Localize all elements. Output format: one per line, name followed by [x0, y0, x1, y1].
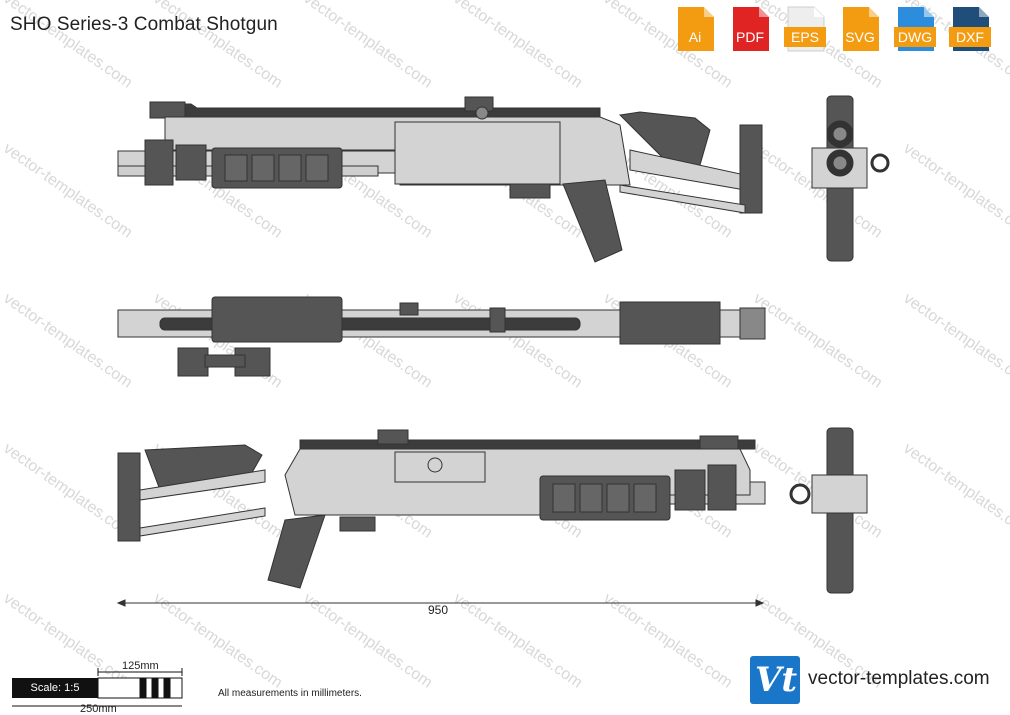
brand-logo-text: Vt [755, 660, 798, 700]
format-svg-button[interactable]: SVG [835, 5, 885, 53]
side-view-right [117, 429, 766, 589]
format-eps-label: EPS [790, 29, 819, 45]
front-view [811, 95, 890, 262]
format-ai-label: Ai [688, 29, 702, 45]
file-icon [843, 7, 879, 51]
format-dxf-button[interactable]: DXF [945, 5, 995, 53]
format-dxf-label: DXF [956, 29, 984, 45]
format-dwg-label: DWG [897, 29, 933, 45]
file-icon [784, 6, 826, 52]
scale-label: Scale: 1:5 [12, 678, 98, 698]
measurement-note: All measurements in millimeters. [218, 688, 362, 699]
file-icon [678, 7, 714, 51]
page-title: SHO Series-3 Combat Shotgun [10, 14, 278, 35]
file-icon [733, 7, 769, 51]
scale-full-label: 250mm [80, 703, 117, 715]
file-icon [949, 7, 991, 51]
file-icon [894, 7, 936, 51]
dimension-line [116, 599, 765, 607]
format-download-bar: Ai PDF EPS SVG DWG DXF [670, 5, 995, 53]
format-pdf-button[interactable]: PDF [725, 5, 775, 53]
format-ai-button[interactable]: Ai [670, 5, 720, 53]
top-view [117, 296, 766, 377]
rear-view [789, 427, 868, 594]
scale-mid-label: 125mm [122, 660, 159, 672]
brand-link[interactable]: Vt vector-templates.com [750, 656, 1002, 704]
format-svg-label: SVG [845, 29, 875, 45]
brand-name: vector-templates.com [808, 668, 990, 689]
brand-logo-icon: Vt [750, 656, 800, 704]
scale-bar [12, 668, 183, 707]
dimension-label: 950 [428, 603, 449, 617]
format-pdf-label: PDF [736, 29, 764, 45]
side-view-left [117, 96, 763, 263]
format-dwg-button[interactable]: DWG [890, 5, 940, 53]
format-eps-button[interactable]: EPS [780, 5, 830, 53]
